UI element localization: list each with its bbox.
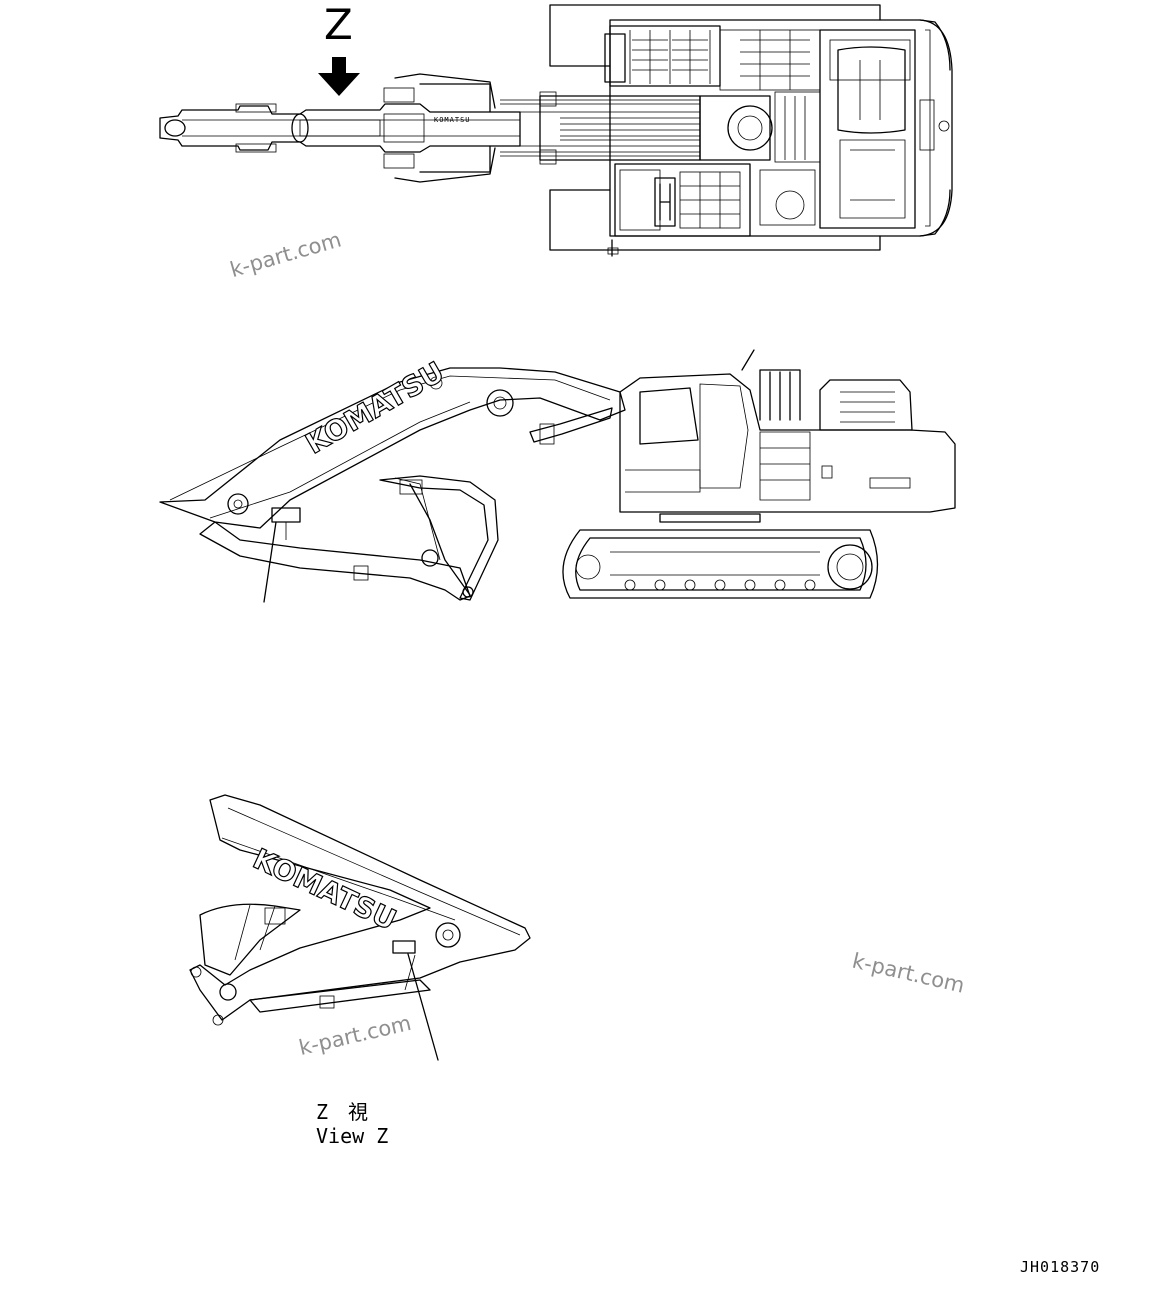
top-view-brand-text: KOMATSU <box>434 116 471 124</box>
side-view-decal-location <box>271 507 301 523</box>
view-direction-arrow-icon <box>318 57 360 96</box>
top-view-upper-structure <box>549 4 953 257</box>
view-z-caption-en: View Z <box>316 1124 389 1148</box>
side-view-drawing <box>159 349 956 603</box>
drawing-number: JH018370 <box>1020 1258 1101 1276</box>
view-z-decal-location <box>392 940 416 954</box>
view-letter: Z <box>324 0 353 49</box>
view-z-drawing <box>189 794 531 1061</box>
top-view-arm <box>159 73 701 183</box>
view-z-caption-jp: Z 視 <box>316 1100 369 1124</box>
